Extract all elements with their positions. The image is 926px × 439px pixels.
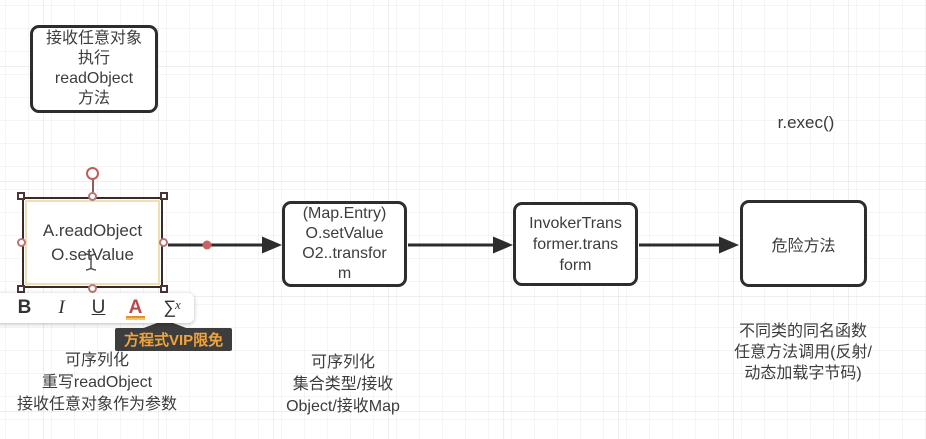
formula-x: x — [175, 297, 181, 312]
resize-handle-e[interactable] — [159, 237, 168, 247]
connector-arrow-2[interactable] — [408, 236, 513, 254]
text-cursor-icon — [85, 253, 97, 271]
font-color-button[interactable]: A — [117, 295, 154, 321]
bold-button[interactable]: B — [17, 297, 32, 318]
node-text-line: (Map.Entry) — [302, 205, 387, 222]
formula-button[interactable]: ∑x — [154, 294, 191, 322]
node-text-line: O.setValue — [305, 225, 384, 242]
node-text-line: InvokerTrans — [529, 214, 622, 232]
node-invoker-transformer[interactable]: InvokerTrans former.trans form — [513, 202, 638, 286]
caption-same-name-functions[interactable]: 不同类的同名函数 任意方法调用(反射/ 动态加载字节码) — [703, 321, 903, 384]
rotate-handle-stem — [91, 179, 94, 195]
node-receive-readobject[interactable]: 接收任意对象 执行 readObject 方法 — [30, 25, 158, 113]
caption-line: 任意方法调用(反射/ — [734, 344, 872, 361]
vip-promo-badge[interactable]: 方程式VIP限免 — [115, 320, 233, 351]
node-text-line: O2..transfor — [302, 245, 387, 262]
node-text-line: form — [559, 256, 592, 274]
node-text-line: m — [337, 265, 352, 282]
caption-line: 可序列化 — [310, 354, 375, 371]
caption-line: 接收任意对象作为参数 — [16, 396, 177, 413]
node-text-line: 执行 — [77, 50, 110, 67]
caption-serializable-collection[interactable]: 可序列化 集合类型/接收 Object/接收Map — [243, 352, 443, 418]
resize-handle-se[interactable] — [160, 285, 168, 293]
caption-line: 不同类的同名函数 — [738, 323, 867, 340]
caption-serializable-readobject[interactable]: 可序列化 重写readObject 接收任意对象作为参数 — [0, 350, 197, 416]
caption-line: 重写readObject — [41, 374, 153, 391]
resize-handle-w[interactable] — [17, 237, 26, 247]
caption-line: Object/接收Map — [286, 398, 400, 415]
font-color-letter: A — [128, 297, 143, 318]
resize-handle-ne[interactable] — [160, 192, 168, 200]
connector-arrow-3[interactable] — [639, 236, 739, 254]
text-format-toolbar: B I U A ∑x — [0, 293, 194, 323]
node-text-line: readObject — [54, 70, 134, 87]
node-text-line: A.readObject — [42, 220, 143, 240]
sigma-icon: ∑ — [163, 297, 177, 317]
waypoint-dot[interactable] — [202, 240, 212, 250]
resize-handle-sw[interactable] — [17, 285, 25, 293]
node-text-line: former.trans — [532, 235, 619, 253]
caption-line: 集合类型/接收 — [292, 376, 394, 393]
caption-line: 可序列化 — [64, 352, 129, 369]
resize-handle-n[interactable] — [87, 192, 97, 201]
node-a-readobject[interactable]: A.readObject O.setValue — [25, 200, 160, 285]
node-text-line: O.setValue — [51, 244, 134, 264]
resize-handle-nw[interactable] — [17, 192, 25, 200]
caption-line: 动态加载字节码) — [744, 365, 862, 382]
node-dangerous-method[interactable]: 危险方法 — [740, 200, 867, 287]
node-text-line: 接收任意对象 — [45, 30, 142, 47]
resize-handle-s[interactable] — [87, 284, 97, 293]
rotate-handle[interactable] — [85, 167, 99, 180]
font-color-swatch — [126, 316, 145, 320]
connector-arrow-1[interactable] — [168, 236, 282, 254]
italic-button[interactable]: I — [58, 297, 65, 318]
text-element-rexec[interactable]: r.exec() — [777, 113, 835, 132]
vip-promo-text: 方程式VIP限免 — [124, 332, 224, 349]
underline-button[interactable]: U — [91, 297, 106, 318]
node-a-readobject-selected[interactable]: A.readObject O.setValue — [17, 167, 168, 293]
node-map-entry[interactable]: (Map.Entry) O.setValue O2..transfor m — [282, 201, 407, 287]
node-text-line: 危险方法 — [771, 237, 836, 255]
node-text-line: 方法 — [77, 90, 110, 107]
